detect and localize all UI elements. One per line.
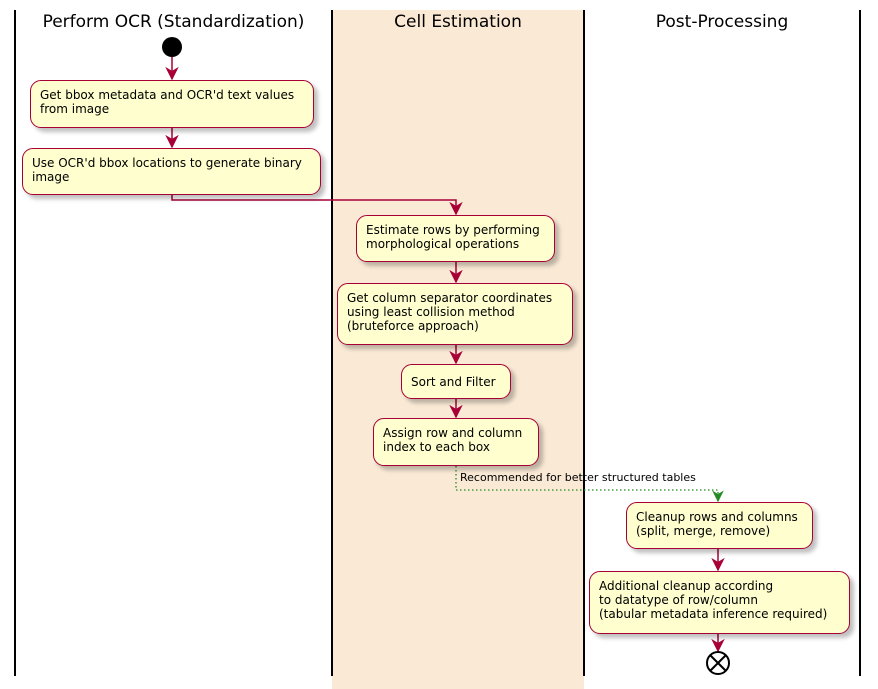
lane-title-ocr: Perform OCR (Standardization) <box>42 12 305 32</box>
activity-get-bbox-metadata: Get bbox metadata and OCR'd text values … <box>30 80 314 128</box>
lane-title-cell-estimation: Cell Estimation <box>394 12 522 32</box>
activity-generate-binary-image: Use OCR'd bbox locations to generate bin… <box>22 148 321 195</box>
lane-title-post-processing: Post-Processing <box>655 12 789 32</box>
activity-cleanup-rows-columns: Cleanup rows and columns (split, merge, … <box>626 502 813 549</box>
edge-n2-to-n3 <box>171 195 463 216</box>
activity-sort-and-filter: Sort and Filter <box>401 364 511 399</box>
activity-additional-cleanup: Additional cleanup according to datatype… <box>589 571 850 634</box>
activity-estimate-rows: Estimate rows by performing morphologica… <box>356 215 555 262</box>
activity-assign-index: Assign row and column index to each box <box>373 418 539 466</box>
lane-background-cell-estimation <box>332 10 584 689</box>
end-node <box>706 651 730 675</box>
start-node <box>162 37 182 57</box>
edge-label-recommended: Recommended for better structured tables <box>460 471 696 484</box>
activity-column-separators: Get column separator coordinates using l… <box>337 283 573 345</box>
edge-n6-to-n7-dotted <box>455 466 724 503</box>
